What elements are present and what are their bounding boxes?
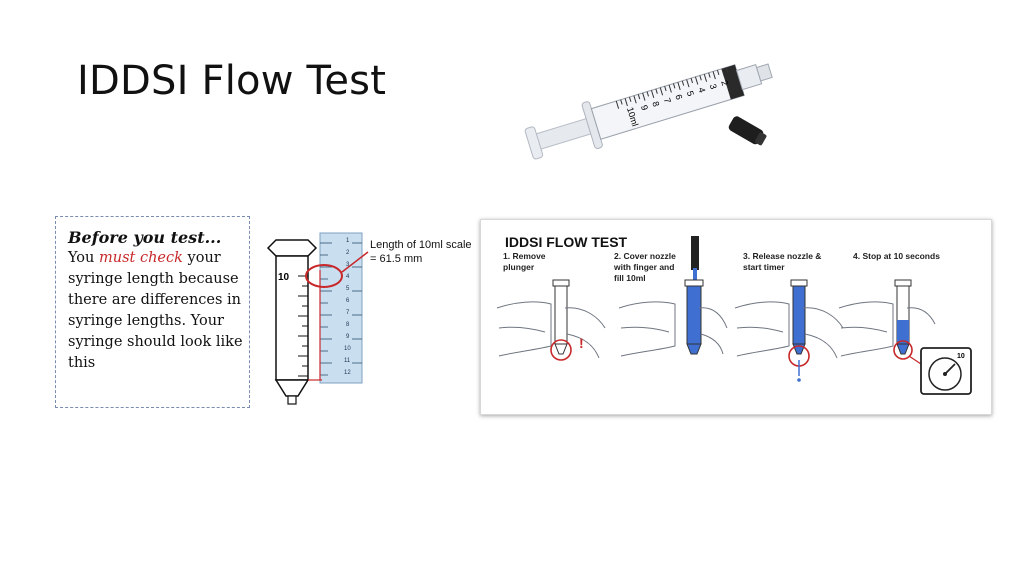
before-text-must-check: must check <box>99 250 183 266</box>
scale-label-line2: = 61.5 mm <box>370 253 423 265</box>
syringe-scale-9: 9 <box>639 104 650 112</box>
scale-label-line1: Length of 10ml scale <box>370 239 472 251</box>
syringe-scale-3: 3 <box>708 83 719 91</box>
before-text-rest: your syringe length because there are di… <box>68 250 243 371</box>
flow-panel-title: IDDSI FLOW TEST <box>505 234 628 250</box>
syringe-scale-2: 2 <box>719 79 730 87</box>
ruler-number-9: 9 <box>346 334 350 340</box>
syringe-scale-4: 4 <box>696 86 707 94</box>
ruler-number-3: 3 <box>346 262 350 268</box>
ruler-number-1: 1 <box>346 238 350 244</box>
step-3-line1: 3. Release nozzle & <box>743 251 822 261</box>
syringe-10-mark: 10 <box>278 272 290 283</box>
ruler-number-2: 2 <box>346 250 350 256</box>
before-you-test-box: Before you test... You must check your s… <box>55 216 250 408</box>
ruler-number-10: 10 <box>344 346 351 352</box>
iddsi-flow-test-panel: IDDSI FLOW TEST 1. Remove plunger 2. Cov… <box>480 219 992 415</box>
step-2-line3: fill 10ml <box>614 273 646 283</box>
step-2-line1: 2. Cover nozzle <box>614 251 676 261</box>
syringe-scale-6: 6 <box>673 93 684 101</box>
step-1-line1: 1. Remove <box>503 251 546 261</box>
step-4-hand-syringe-timer: 10 <box>838 279 972 395</box>
ruler-number-6: 6 <box>346 298 350 304</box>
ruler-number-4: 4 <box>346 274 350 280</box>
step-1-label: 1. Remove plunger <box>503 251 546 273</box>
step-2-label: 2. Cover nozzle with finger and fill 10m… <box>614 251 676 284</box>
step-2-line2: with finger and <box>614 262 675 272</box>
step-3-label: 3. Release nozzle & start timer <box>743 251 821 273</box>
step-3-line2: start timer <box>743 262 785 272</box>
ruler-number-7: 7 <box>346 310 350 316</box>
syringe-photo: 2 3 4 5 6 7 8 9 10ml <box>524 63 773 160</box>
ruler-number-11: 11 <box>344 358 351 364</box>
scale-length-label: Length of 10ml scale = 61.5 mm <box>370 238 472 266</box>
step-4-line1: 4. Stop at 10 seconds <box>853 251 940 261</box>
ruler-number-8: 8 <box>346 322 350 328</box>
step-3-hand-syringe-release <box>734 279 844 382</box>
step-1-exclamation: ! <box>579 335 584 351</box>
syringe-scale-5: 5 <box>685 90 696 98</box>
syringe-scale-7: 7 <box>662 97 673 105</box>
step-1-line2: plunger <box>503 262 535 272</box>
syringe-measurement-illustration: 10 1 2 3 4 5 6 7 8 9 10 11 12 <box>266 232 369 405</box>
before-text-you: You <box>68 250 95 266</box>
step-4-label: 4. Stop at 10 seconds <box>853 251 940 262</box>
ruler-number-5: 5 <box>346 286 350 292</box>
before-you-test-heading: Before you test... <box>68 228 222 247</box>
before-you-test-text: Before you test... You must check your s… <box>68 227 246 374</box>
syringe-scale-8: 8 <box>650 100 661 108</box>
ruler-number-12: 12 <box>344 370 351 376</box>
step-2-hand-syringe-filled <box>618 236 728 357</box>
page-title: IDDSI Flow Test <box>77 58 387 104</box>
step-1-hand-syringe: ! <box>496 279 606 361</box>
timer-value: 10 <box>957 353 965 360</box>
